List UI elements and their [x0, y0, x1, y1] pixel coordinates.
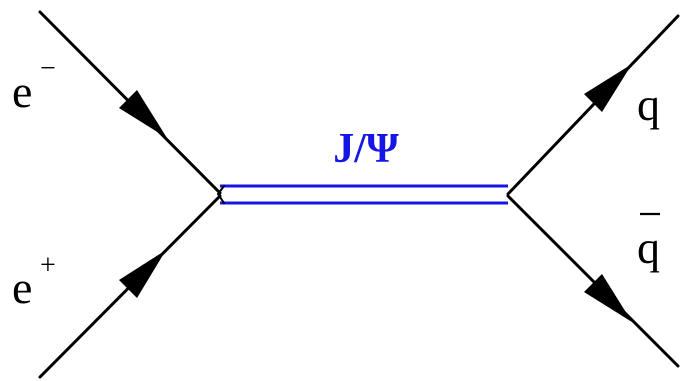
jpsi-label: J/Ψ — [333, 126, 399, 172]
left-vertex-cap-top — [217, 185, 225, 195]
positron-label: e — [12, 262, 32, 313]
left-vertex-cap-bottom — [217, 193, 225, 204]
antiquark-arrow-icon — [584, 274, 632, 322]
electron-arrow-icon — [119, 90, 167, 138]
quark-line — [506, 14, 680, 196]
electron-label: e — [12, 66, 32, 117]
quark-arrow-icon — [584, 64, 632, 112]
positron-arrow-icon — [119, 250, 166, 298]
antiquark-line — [506, 194, 680, 368]
positron-charge-label: + — [40, 250, 56, 281]
quark-label: q — [637, 79, 660, 130]
antiquark-label: q — [637, 222, 660, 273]
electron-charge-label: − — [40, 53, 56, 84]
